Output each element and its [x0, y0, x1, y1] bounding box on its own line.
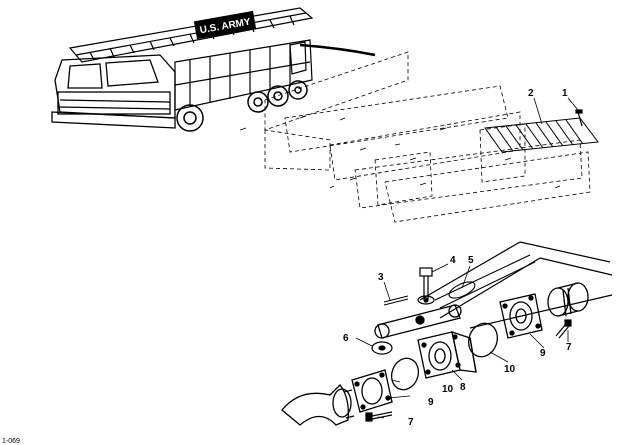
fire-truck-illustration: U.S. ARMY: [51, 7, 376, 132]
screw-item-7-upper: [555, 319, 572, 339]
callout-1: 1: [562, 88, 568, 99]
callout-4: 4: [450, 255, 456, 266]
callout-10-upper: 10: [504, 364, 516, 375]
screw-item-7-lower: [365, 411, 393, 422]
pipe-nipple: [547, 282, 589, 317]
figure-number: 1-069: [2, 438, 20, 445]
gasket-right: [467, 322, 499, 358]
louvered-panel: [484, 117, 599, 153]
callout-6: 6: [343, 333, 349, 344]
washer: [371, 341, 393, 355]
callout-2: 2: [528, 88, 534, 99]
callout-9-upper: 9: [540, 348, 546, 359]
screw-item-1: [575, 109, 583, 127]
callout-5: 5: [468, 255, 474, 266]
elbow-fitting: [281, 384, 355, 426]
valve-housing: [417, 331, 477, 379]
flange-right: [499, 293, 543, 339]
callout-8: 8: [460, 382, 466, 393]
callout-labels: 1 2 3 4 5 6 7 7 8 9 9 10 10: [343, 88, 572, 428]
callout-7-upper: 7: [566, 342, 572, 353]
actuator-assembly: [281, 241, 613, 426]
callout-7-lower: 7: [408, 417, 414, 428]
callout-9-lower: 9: [428, 397, 434, 408]
gasket-left: [390, 357, 420, 391]
chassis-outline: [239, 51, 591, 223]
flange-left: [351, 369, 393, 413]
callout-3: 3: [378, 272, 384, 283]
callout-10-lower: 10: [442, 384, 454, 395]
